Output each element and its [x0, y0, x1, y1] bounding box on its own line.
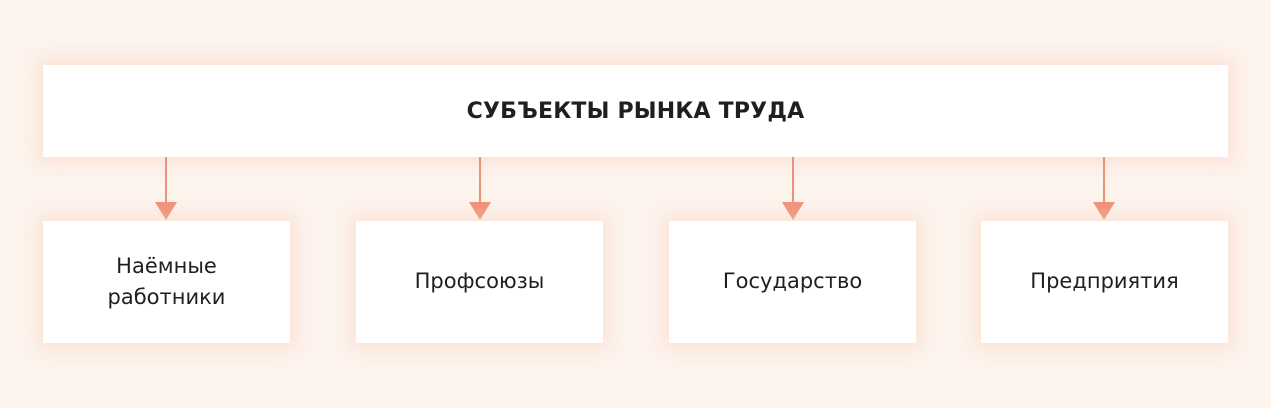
root-node-label: СУБЪЕКТЫ РЫНКА ТРУДА	[466, 98, 805, 124]
node-trade-unions: Профсоюзы	[356, 221, 603, 343]
arrow-to-trade-unions	[469, 157, 491, 220]
node-hired-workers-label: Наёмные работники	[107, 253, 226, 310]
node-state-label: Государство	[722, 269, 863, 294]
root-node: СУБЪЕКТЫ РЫНКА ТРУДА	[43, 65, 1228, 157]
arrow-to-state	[782, 157, 804, 220]
node-hired-workers: Наёмные работники	[43, 221, 290, 343]
node-enterprises-label: Предприятия	[1030, 269, 1179, 294]
arrow-to-hired-workers	[155, 157, 177, 220]
node-state: Государство	[669, 221, 916, 343]
arrow-to-enterprises	[1093, 157, 1115, 220]
node-enterprises: Предприятия	[981, 221, 1228, 343]
node-trade-unions-label: Профсоюзы	[414, 269, 545, 294]
